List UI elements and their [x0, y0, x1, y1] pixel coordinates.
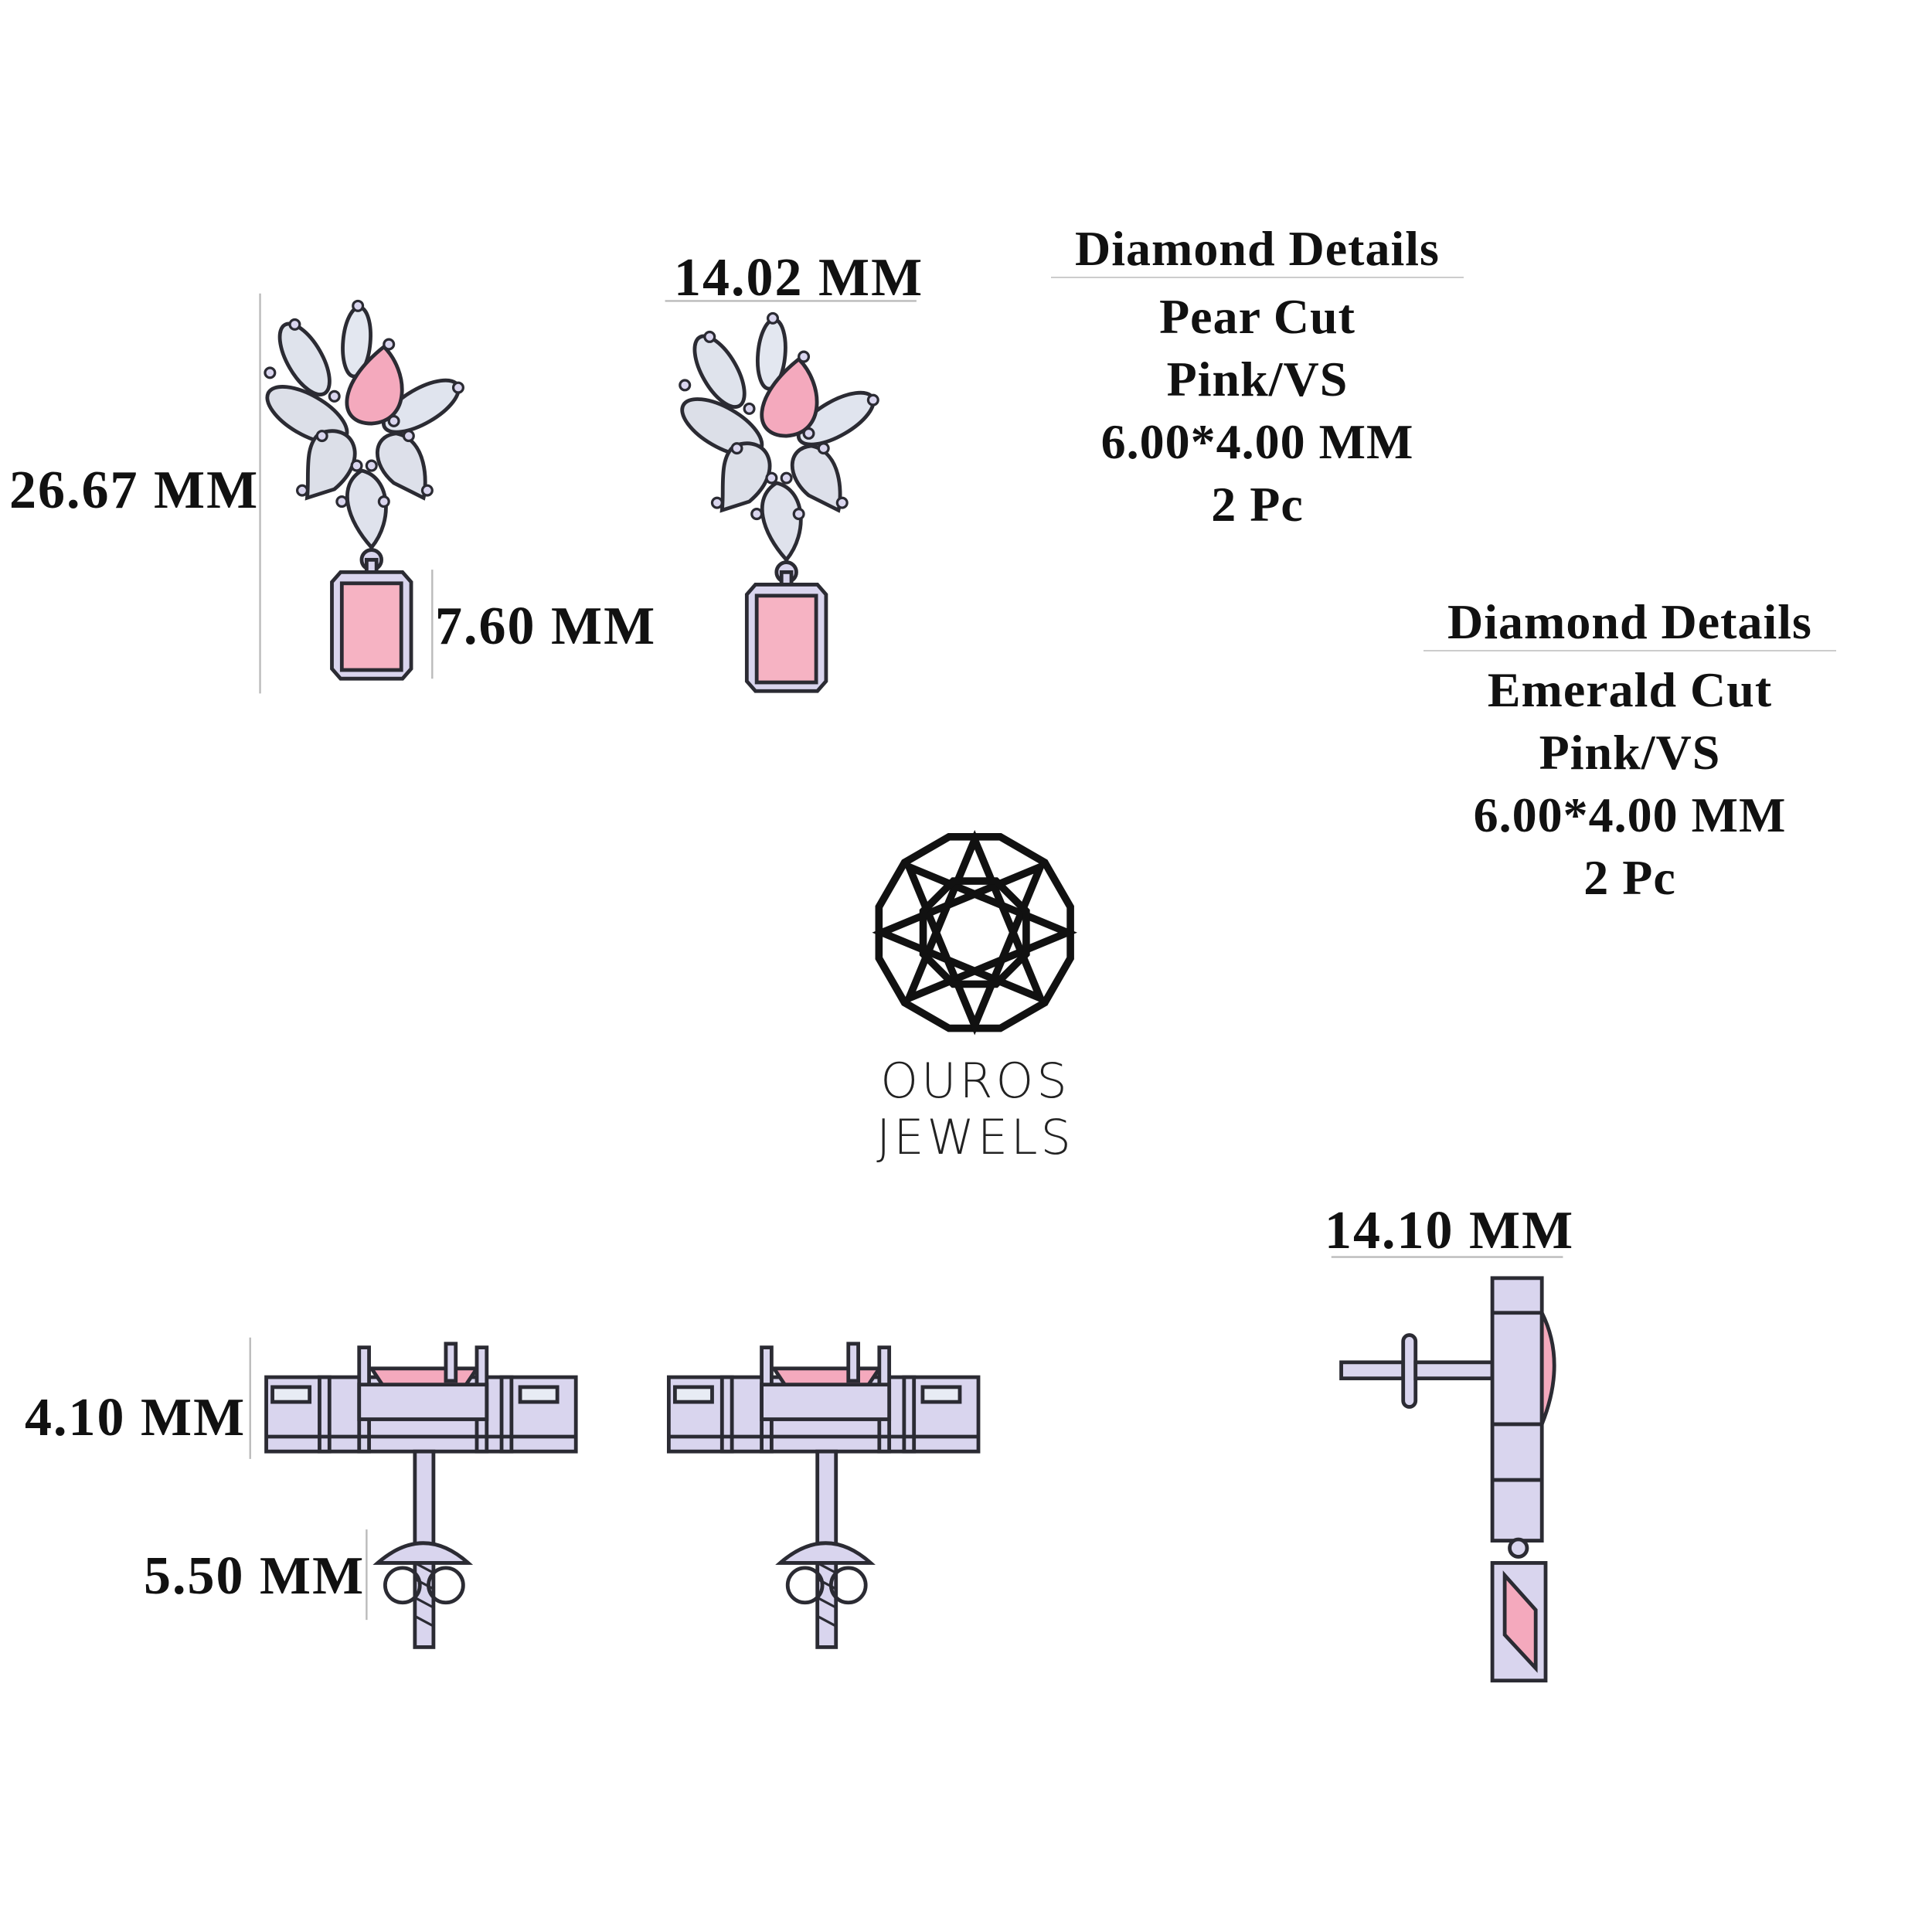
diamond-details-emerald: Diamond Details Emerald Cut Pink/VS 6.00…	[1423, 594, 1836, 909]
details-size: 6.00*4.00 MM	[1473, 787, 1787, 842]
dimension-lines	[249, 293, 1563, 1621]
logo-inner-octagon	[919, 877, 1030, 988]
details-heading: Diamond Details	[1423, 594, 1836, 651]
details-cut: Pear Cut	[1159, 289, 1355, 344]
brand-name: OUROS JEWELS	[876, 1053, 1074, 1165]
dim-profile-height: 4.10 MM	[25, 1388, 247, 1447]
dim-drop-length: 7.60 MM	[435, 597, 657, 656]
earring-side-view-right	[668, 1344, 978, 1648]
details-color-clarity: Pink/VS	[1166, 352, 1349, 406]
brand-logo-icon	[872, 829, 1077, 1036]
dim-front-width: 14.02 MM	[674, 248, 924, 308]
dim-back-nut: 5.50 MM	[144, 1546, 366, 1606]
diamond-details-pear: Diamond Details Pear Cut Pink/VS 6.00*4.…	[1051, 221, 1464, 536]
logo-star	[872, 829, 1077, 1036]
details-color-clarity: Pink/VS	[1539, 725, 1721, 780]
earring-profile-view	[1339, 1276, 1556, 1683]
dim-total-length: 26.67 MM	[9, 461, 260, 520]
details-quantity: 2 Pc	[1211, 477, 1304, 532]
dim-side-width: 14.10 MM	[1325, 1201, 1575, 1260]
earring-front-view-right	[674, 313, 882, 691]
details-quantity: 2 Pc	[1583, 850, 1676, 905]
details-heading: Diamond Details	[1051, 221, 1464, 278]
details-cut: Emerald Cut	[1487, 662, 1773, 717]
details-size: 6.00*4.00 MM	[1100, 414, 1414, 469]
